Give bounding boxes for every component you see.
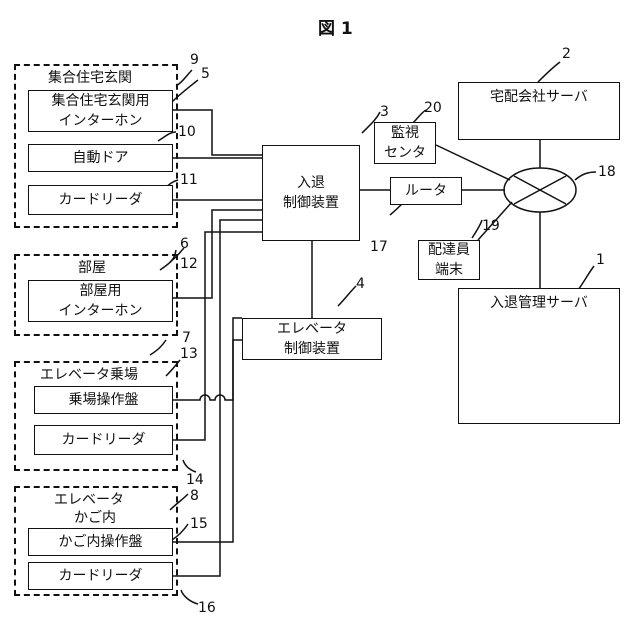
elevator-controller-line1: エレベータ bbox=[277, 319, 347, 339]
router-label: ルータ bbox=[390, 177, 462, 205]
room-intercom-line1: 部屋用 bbox=[80, 281, 122, 301]
car-group-label-line2: かご内 bbox=[74, 509, 116, 527]
room-group-label: 部屋 bbox=[78, 259, 106, 277]
ref-numeral-17: 17 bbox=[370, 239, 388, 255]
hall-panel-label: 乗場操作盤 bbox=[34, 386, 173, 414]
access-controller-line2: 制御装置 bbox=[283, 193, 339, 213]
car-group-label-line1: エレベータ bbox=[54, 491, 124, 509]
entrance-group-label: 集合住宅玄関 bbox=[48, 69, 132, 87]
ref-numeral-13: 13 bbox=[180, 346, 198, 362]
ref-numeral-18: 18 bbox=[598, 164, 616, 180]
monitor-center-line1: 監視 bbox=[391, 123, 419, 143]
ref-numeral-11: 11 bbox=[180, 172, 198, 188]
room-intercom-label: 部屋用 インターホン bbox=[28, 280, 173, 322]
monitor-center-line2: センタ bbox=[384, 143, 426, 163]
entrance-intercom-line2: インターホン bbox=[59, 111, 143, 131]
ref-numeral-6: 6 bbox=[180, 236, 189, 252]
access-controller-label: 入退 制御装置 bbox=[262, 145, 360, 241]
car-card-reader-label: カードリーダ bbox=[28, 562, 173, 590]
ref-numeral-2: 2 bbox=[562, 46, 571, 62]
ref-numeral-3: 3 bbox=[380, 104, 389, 120]
room-intercom-line2: インターホン bbox=[59, 301, 143, 321]
entrance-intercom-line1: 集合住宅玄関用 bbox=[52, 91, 150, 111]
monitor-center-label: 監視 センタ bbox=[374, 122, 436, 164]
ref-numeral-20: 20 bbox=[424, 100, 442, 116]
delivery-terminal-line2: 端末 bbox=[435, 260, 463, 280]
elevator-controller-label: エレベータ 制御装置 bbox=[242, 318, 382, 360]
hall-group-label: エレベータ乗場 bbox=[40, 366, 138, 384]
auto-door-label: 自動ドア bbox=[28, 144, 173, 172]
ref-numeral-14: 14 bbox=[186, 472, 204, 488]
access-controller-line1: 入退 bbox=[297, 173, 325, 193]
ref-numeral-16: 16 bbox=[198, 600, 216, 616]
ref-numeral-19: 19 bbox=[482, 218, 500, 234]
ref-numeral-9: 9 bbox=[190, 52, 199, 68]
hall-card-reader-label: カードリーダ bbox=[34, 425, 173, 455]
delivery-server-label: 宅配会社サーバ bbox=[490, 88, 588, 106]
access-server-label: 入退管理サーバ bbox=[490, 294, 588, 312]
ref-numeral-15: 15 bbox=[190, 516, 208, 532]
ref-numeral-1: 1 bbox=[596, 252, 605, 268]
ref-numeral-4: 4 bbox=[356, 276, 365, 292]
delivery-terminal-label: 配達員 端末 bbox=[418, 240, 480, 280]
elevator-controller-line2: 制御装置 bbox=[284, 339, 340, 359]
ref-numeral-7: 7 bbox=[182, 330, 191, 346]
ref-numeral-5: 5 bbox=[201, 66, 210, 82]
ref-numeral-10: 10 bbox=[178, 124, 196, 140]
entrance-card-reader-label: カードリーダ bbox=[28, 185, 173, 215]
car-panel-label: かご内操作盤 bbox=[28, 528, 173, 556]
entrance-intercom-label: 集合住宅玄関用 インターホン bbox=[28, 90, 173, 132]
figure-title: 図 1 bbox=[318, 20, 353, 38]
ref-numeral-12: 12 bbox=[180, 256, 198, 272]
delivery-terminal-line1: 配達員 bbox=[428, 240, 470, 260]
ref-numeral-8: 8 bbox=[190, 488, 199, 504]
